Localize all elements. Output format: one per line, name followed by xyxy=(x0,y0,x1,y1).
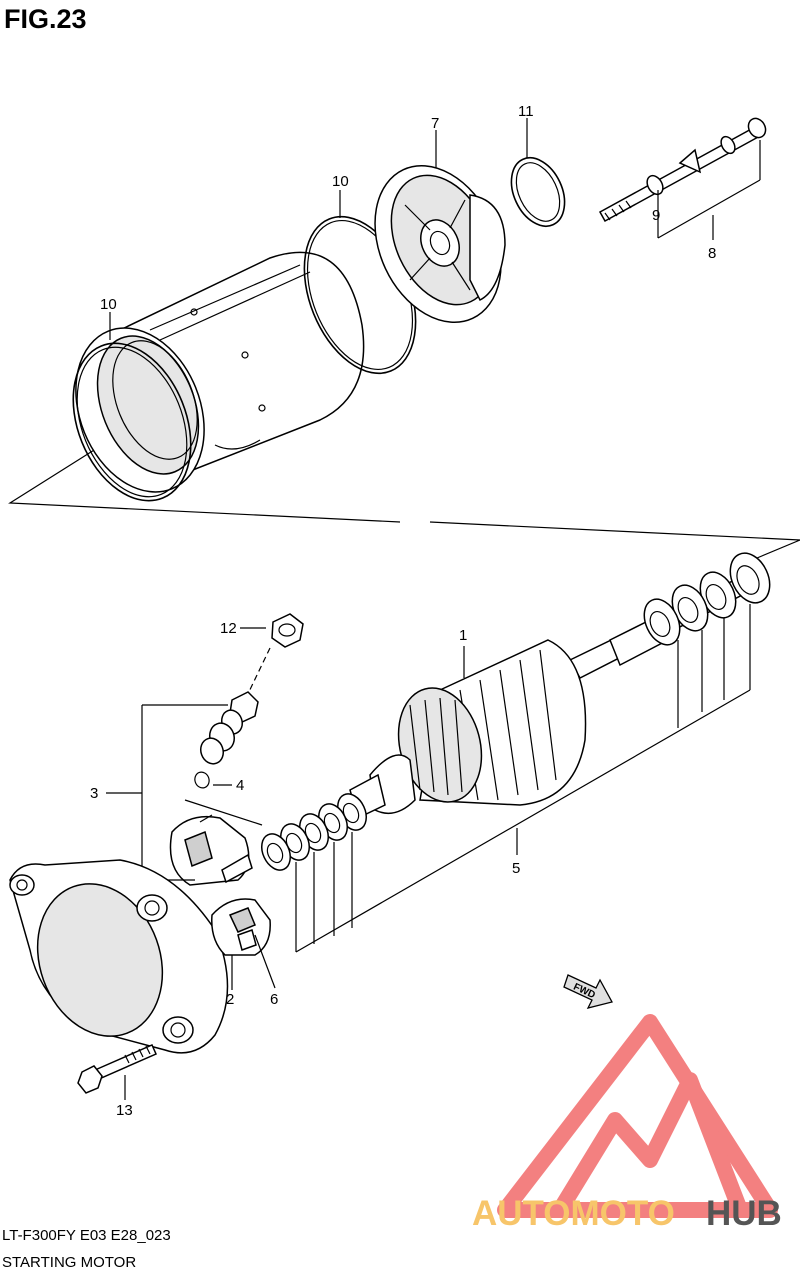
callout-4: 4 xyxy=(236,777,244,794)
assembly-name: STARTING MOTOR xyxy=(2,1254,137,1271)
washer-group-bracket xyxy=(295,604,751,953)
fwd-direction-arrow: FWD xyxy=(563,974,613,1009)
callout-5: 5 xyxy=(512,860,520,877)
washer-set-rear xyxy=(643,552,771,646)
callout-6: 6 xyxy=(270,991,278,1008)
callout-7: 7 xyxy=(431,115,439,132)
brush-plate xyxy=(211,898,271,956)
callout-10-rear: 10 xyxy=(332,173,349,190)
callout-8: 8 xyxy=(708,245,716,262)
end-cover xyxy=(374,164,506,324)
watermark-brand-colored: AUTOMOTO xyxy=(472,1194,675,1233)
figure-title: FIG.23 xyxy=(4,4,87,34)
watermark-logo xyxy=(497,1014,778,1218)
callout-1: 1 xyxy=(459,627,467,644)
callout-10-front: 10 xyxy=(100,296,117,313)
callout-9: 9 xyxy=(652,207,660,224)
terminal-nut-12 xyxy=(271,613,304,648)
front-housing xyxy=(9,859,229,1054)
section-lines xyxy=(8,439,800,559)
mounting-bolt-13 xyxy=(77,1044,157,1094)
model-code: LT-F300FY E03 E28_023 xyxy=(2,1227,171,1244)
callout-11: 11 xyxy=(518,103,534,120)
o-ring-11 xyxy=(510,157,566,227)
insulator-washers xyxy=(194,691,259,789)
o-ring-10-front xyxy=(72,342,192,502)
washer-set-front xyxy=(260,793,368,871)
callout-3: 3 xyxy=(90,785,98,802)
callout-2: 2 xyxy=(226,991,234,1008)
through-bolt xyxy=(598,117,767,223)
callout-12: 12 xyxy=(220,620,237,637)
leader-lines xyxy=(109,118,761,1100)
callout-13: 13 xyxy=(116,1102,133,1119)
fwd-label: FWD xyxy=(572,982,597,1002)
watermark-text: AUTOMOTO HUB xyxy=(472,1194,782,1233)
brush-holder xyxy=(169,799,263,886)
motor-yoke-housing xyxy=(75,251,365,493)
watermark-brand-dark: HUB xyxy=(706,1194,782,1233)
